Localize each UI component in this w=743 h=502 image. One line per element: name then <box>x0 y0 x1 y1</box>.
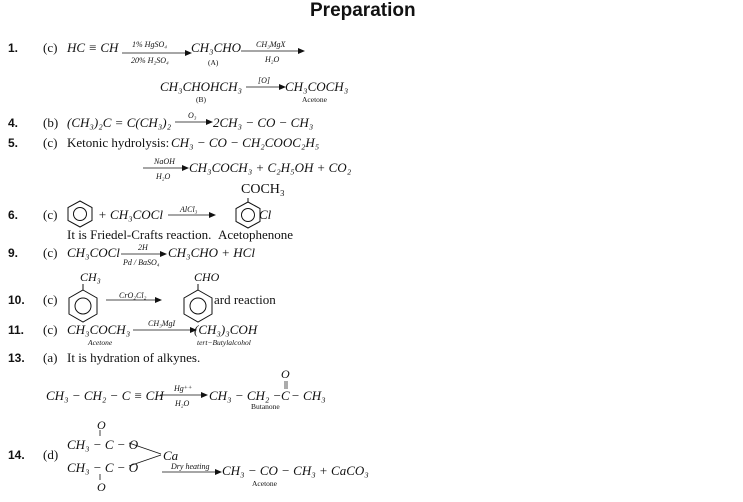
q14-calcium-bonds <box>128 442 162 467</box>
answer-option-10: (c) <box>43 292 58 307</box>
q1-arrow-1 <box>122 50 192 56</box>
q14-row2: CH₃ − C − O <box>67 460 139 475</box>
answer-option-14: (d) <box>43 447 59 462</box>
q5-reagent-top: NaOH <box>154 157 175 166</box>
q10-text: ard reaction <box>214 292 276 307</box>
q4-product: 2CH₃ − CO − CH₃ <box>213 115 314 130</box>
q1-arrow-3 <box>246 84 286 90</box>
q14-metal: Ca <box>163 448 179 463</box>
q10-reactant-substituent: CH₃ <box>80 270 101 284</box>
question-number-6: 6. <box>8 208 19 222</box>
question-number-9: 9. <box>8 246 19 260</box>
benzene-ring-icon <box>67 200 93 228</box>
q14-bond-bottom <box>99 474 101 480</box>
q5-reactant: CH₃ − CO − CH₂COOC₂H₅ <box>171 135 320 150</box>
q6-reagent: + CH₃COCl <box>98 207 163 222</box>
q14-oxygen-bottom: O <box>97 480 106 494</box>
q1-label-b: (B) <box>196 95 206 104</box>
question-number-4: 4. <box>8 116 19 130</box>
q13-reagent-top: Hg⁺⁺ <box>174 384 193 393</box>
q14-product: CH₃ − CO − CH₃ + CaCO₃ <box>222 463 369 478</box>
q9-reagent-bottom: Pd / BaSO₄ <box>123 258 160 267</box>
q13-double-bond <box>284 381 288 389</box>
q11-reactant-label: Acetone <box>88 338 113 347</box>
q11-reactant: CH₃COCH₃ <box>67 322 131 337</box>
q6-note: It is Friedel-Crafts reaction. <box>67 227 212 242</box>
question-number-5: 5. <box>8 136 19 150</box>
q14-oxygen-top: O <box>97 418 106 432</box>
q5-reagent-bottom: H₂O <box>156 172 171 181</box>
q13-reagent-bottom: H₂O <box>175 399 190 408</box>
q6-arrow <box>168 212 216 218</box>
q9-reagent-top: 2H <box>138 243 148 252</box>
q1-reagent2-top: CH₃MgX <box>256 40 286 49</box>
q13-arrow <box>160 392 208 398</box>
q13-product-label: Butanone <box>251 402 280 411</box>
q1-reagent-top: 1% HgSO₄ <box>132 40 167 49</box>
question-number-14: 14. <box>8 448 25 462</box>
q4-reactant: (CH₃)₂C = C(CH₃)₂ <box>67 115 172 130</box>
answer-option-9: (c) <box>43 245 58 260</box>
question-number-1: 1. <box>8 41 19 55</box>
q4-arrow <box>175 119 213 125</box>
q13-product-right: − CH₃ <box>291 388 326 403</box>
q1-reagent3-top: [O] <box>258 76 271 85</box>
q4-reagent-top: O₃ <box>188 111 197 120</box>
toluene-ring-icon <box>68 284 98 323</box>
q13-text: It is hydration of alkynes. <box>67 350 201 365</box>
acetophenone-ring-icon <box>235 198 261 229</box>
q6-catalyst: AlCl₃ <box>180 205 198 214</box>
benzaldehyde-ring-icon <box>183 284 213 323</box>
answer-option-4: (b) <box>43 115 59 130</box>
q6-product-substituent: COCH₃ <box>241 182 285 197</box>
q9-reactant: CH₃COCl <box>67 245 120 260</box>
answer-option-5: (c) <box>43 135 58 150</box>
q14-bond-top <box>99 430 101 436</box>
q1-arrow-2 <box>241 48 305 54</box>
q13-oxygen: O <box>281 367 290 381</box>
q11-product-label: tert−Butylalcohol <box>197 338 251 347</box>
answer-option-1: (c) <box>43 40 58 55</box>
q1-label-c: Acetone <box>302 95 327 104</box>
q14-reagent-top: Dry heating <box>171 462 210 471</box>
q1-reagent-bottom: 20% H₂SO₄ <box>131 56 169 65</box>
q6-side-label: Cl <box>259 207 272 222</box>
page-title: Preparation <box>310 0 416 21</box>
q1-product-b: CH₃CHOHCH₃ <box>160 79 242 94</box>
answer-option-11: (c) <box>43 322 58 337</box>
q11-arrow <box>133 327 197 333</box>
q14-arrow <box>162 469 222 475</box>
q13-reactant: CH₃ − CH₂ − C ≡ CH <box>46 388 164 403</box>
q1-reagent2-bottom: H₂O <box>265 55 280 64</box>
q9-arrow <box>121 251 167 257</box>
q5-text: Ketonic hydrolysis: <box>67 135 170 150</box>
answer-option-13: (a) <box>43 350 58 365</box>
q14-product-label: Acetone <box>252 479 277 488</box>
question-number-13: 13. <box>8 351 25 365</box>
q10-reagent-top: CrO₂Cl₂ <box>119 291 147 300</box>
q5-product: CH₃COCH₃ + C₂H₅OH + CO₂ <box>189 160 352 175</box>
q1-label-a: (A) <box>208 58 219 67</box>
q13-product-left: CH₃ − CH₂ − <box>209 388 282 403</box>
question-number-11: 11. <box>8 323 25 337</box>
question-number-10: 10. <box>8 293 25 307</box>
answer-option-6: (c) <box>43 207 58 222</box>
q9-product: CH₃CHO + HCl <box>168 245 255 260</box>
q1-product-c: CH₃COCH₃ <box>285 79 349 94</box>
q1-product-a: CH₃CHO <box>191 40 242 55</box>
q14-row1: CH₃ − C − O <box>67 437 139 452</box>
q11-reagent-top: CH₃MgI <box>148 319 176 328</box>
q6-product-name: Acetophenone <box>218 227 294 242</box>
q13-product-c: C <box>281 388 290 403</box>
q5-arrow <box>143 165 189 171</box>
q11-product: (CH₃)₃COH <box>194 322 258 337</box>
q10-product-substituent: CHO <box>194 270 220 284</box>
q1-reactant: HC ≡ CH <box>67 40 119 55</box>
q10-arrow <box>106 297 162 303</box>
